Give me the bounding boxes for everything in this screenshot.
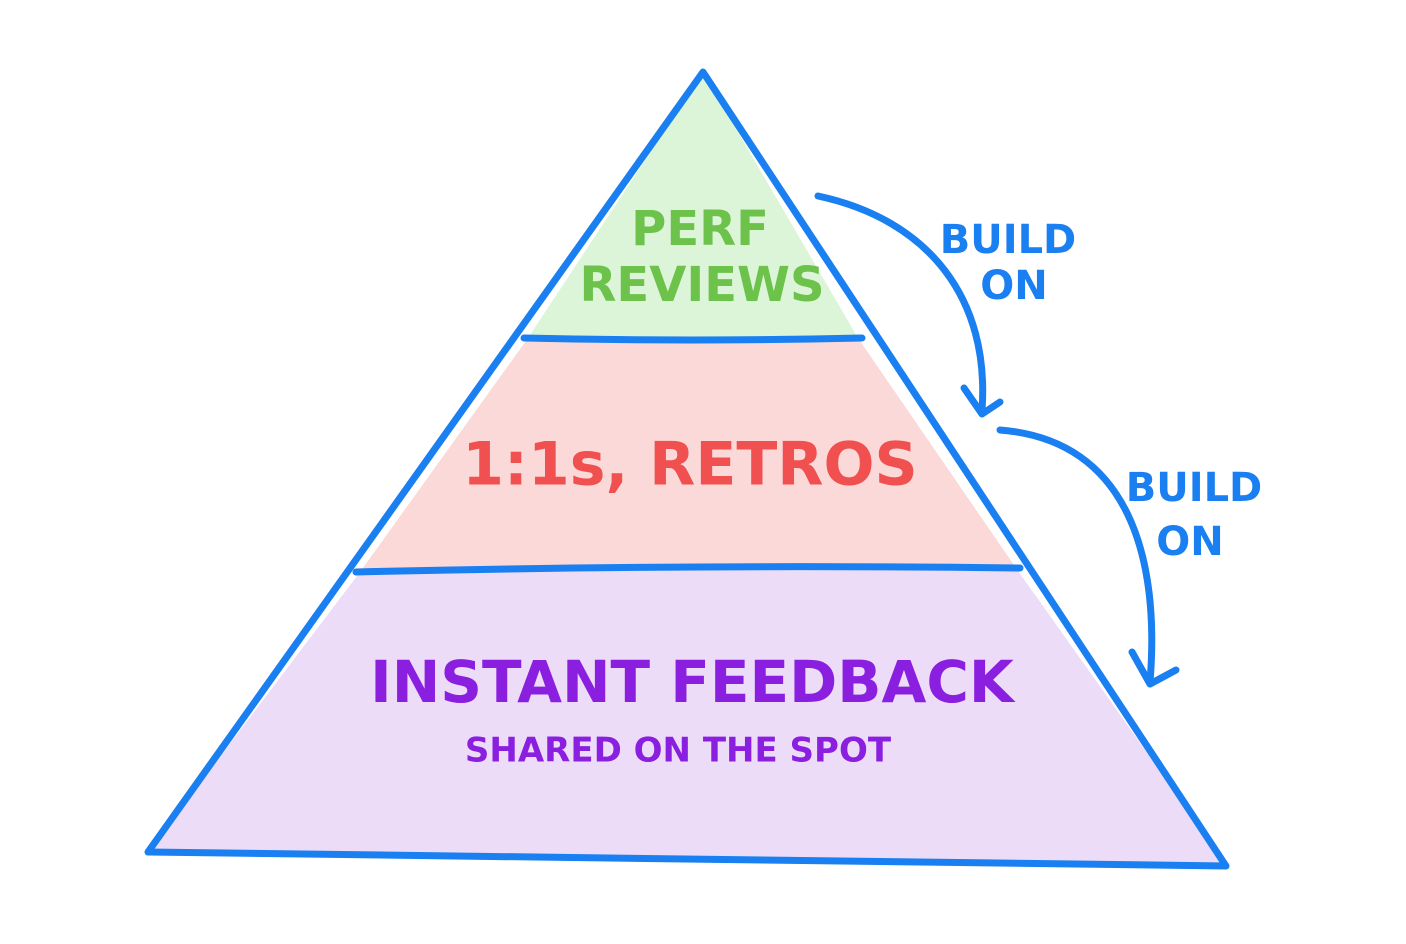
tier-divider-upper (520, 334, 866, 344)
tier-middle-label: 1:1s, RETROS (462, 430, 917, 500)
tier-bottom-label: INSTANT FEEDBACK (370, 648, 1016, 716)
arrow-lower-label-line-1: BUILD (1126, 465, 1263, 511)
pyramid-tier-middle (360, 338, 1016, 572)
arrow-upper-label-line-1: BUILD (940, 217, 1077, 263)
pyramid-tier-bottom (148, 568, 1226, 864)
build-on-arrow-upper (814, 192, 987, 414)
tier-bottom-sublabel: SHARED ON THE SPOT (465, 731, 892, 771)
tier-top-label-line-1: PERF (631, 201, 769, 257)
arrowhead-upper (960, 384, 1004, 418)
arrow-upper-label-line-2: ON (980, 263, 1047, 309)
tier-top-label-line-2: REVIEWS (579, 257, 824, 313)
tier-divider-lower (352, 563, 1024, 576)
arrowhead-lower (1128, 648, 1180, 688)
pyramid-outline (144, 68, 1230, 870)
pyramid-tier-top (528, 72, 858, 338)
arrow-lower-label-line-2: ON (1156, 519, 1223, 565)
build-on-arrow-lower (996, 426, 1156, 686)
